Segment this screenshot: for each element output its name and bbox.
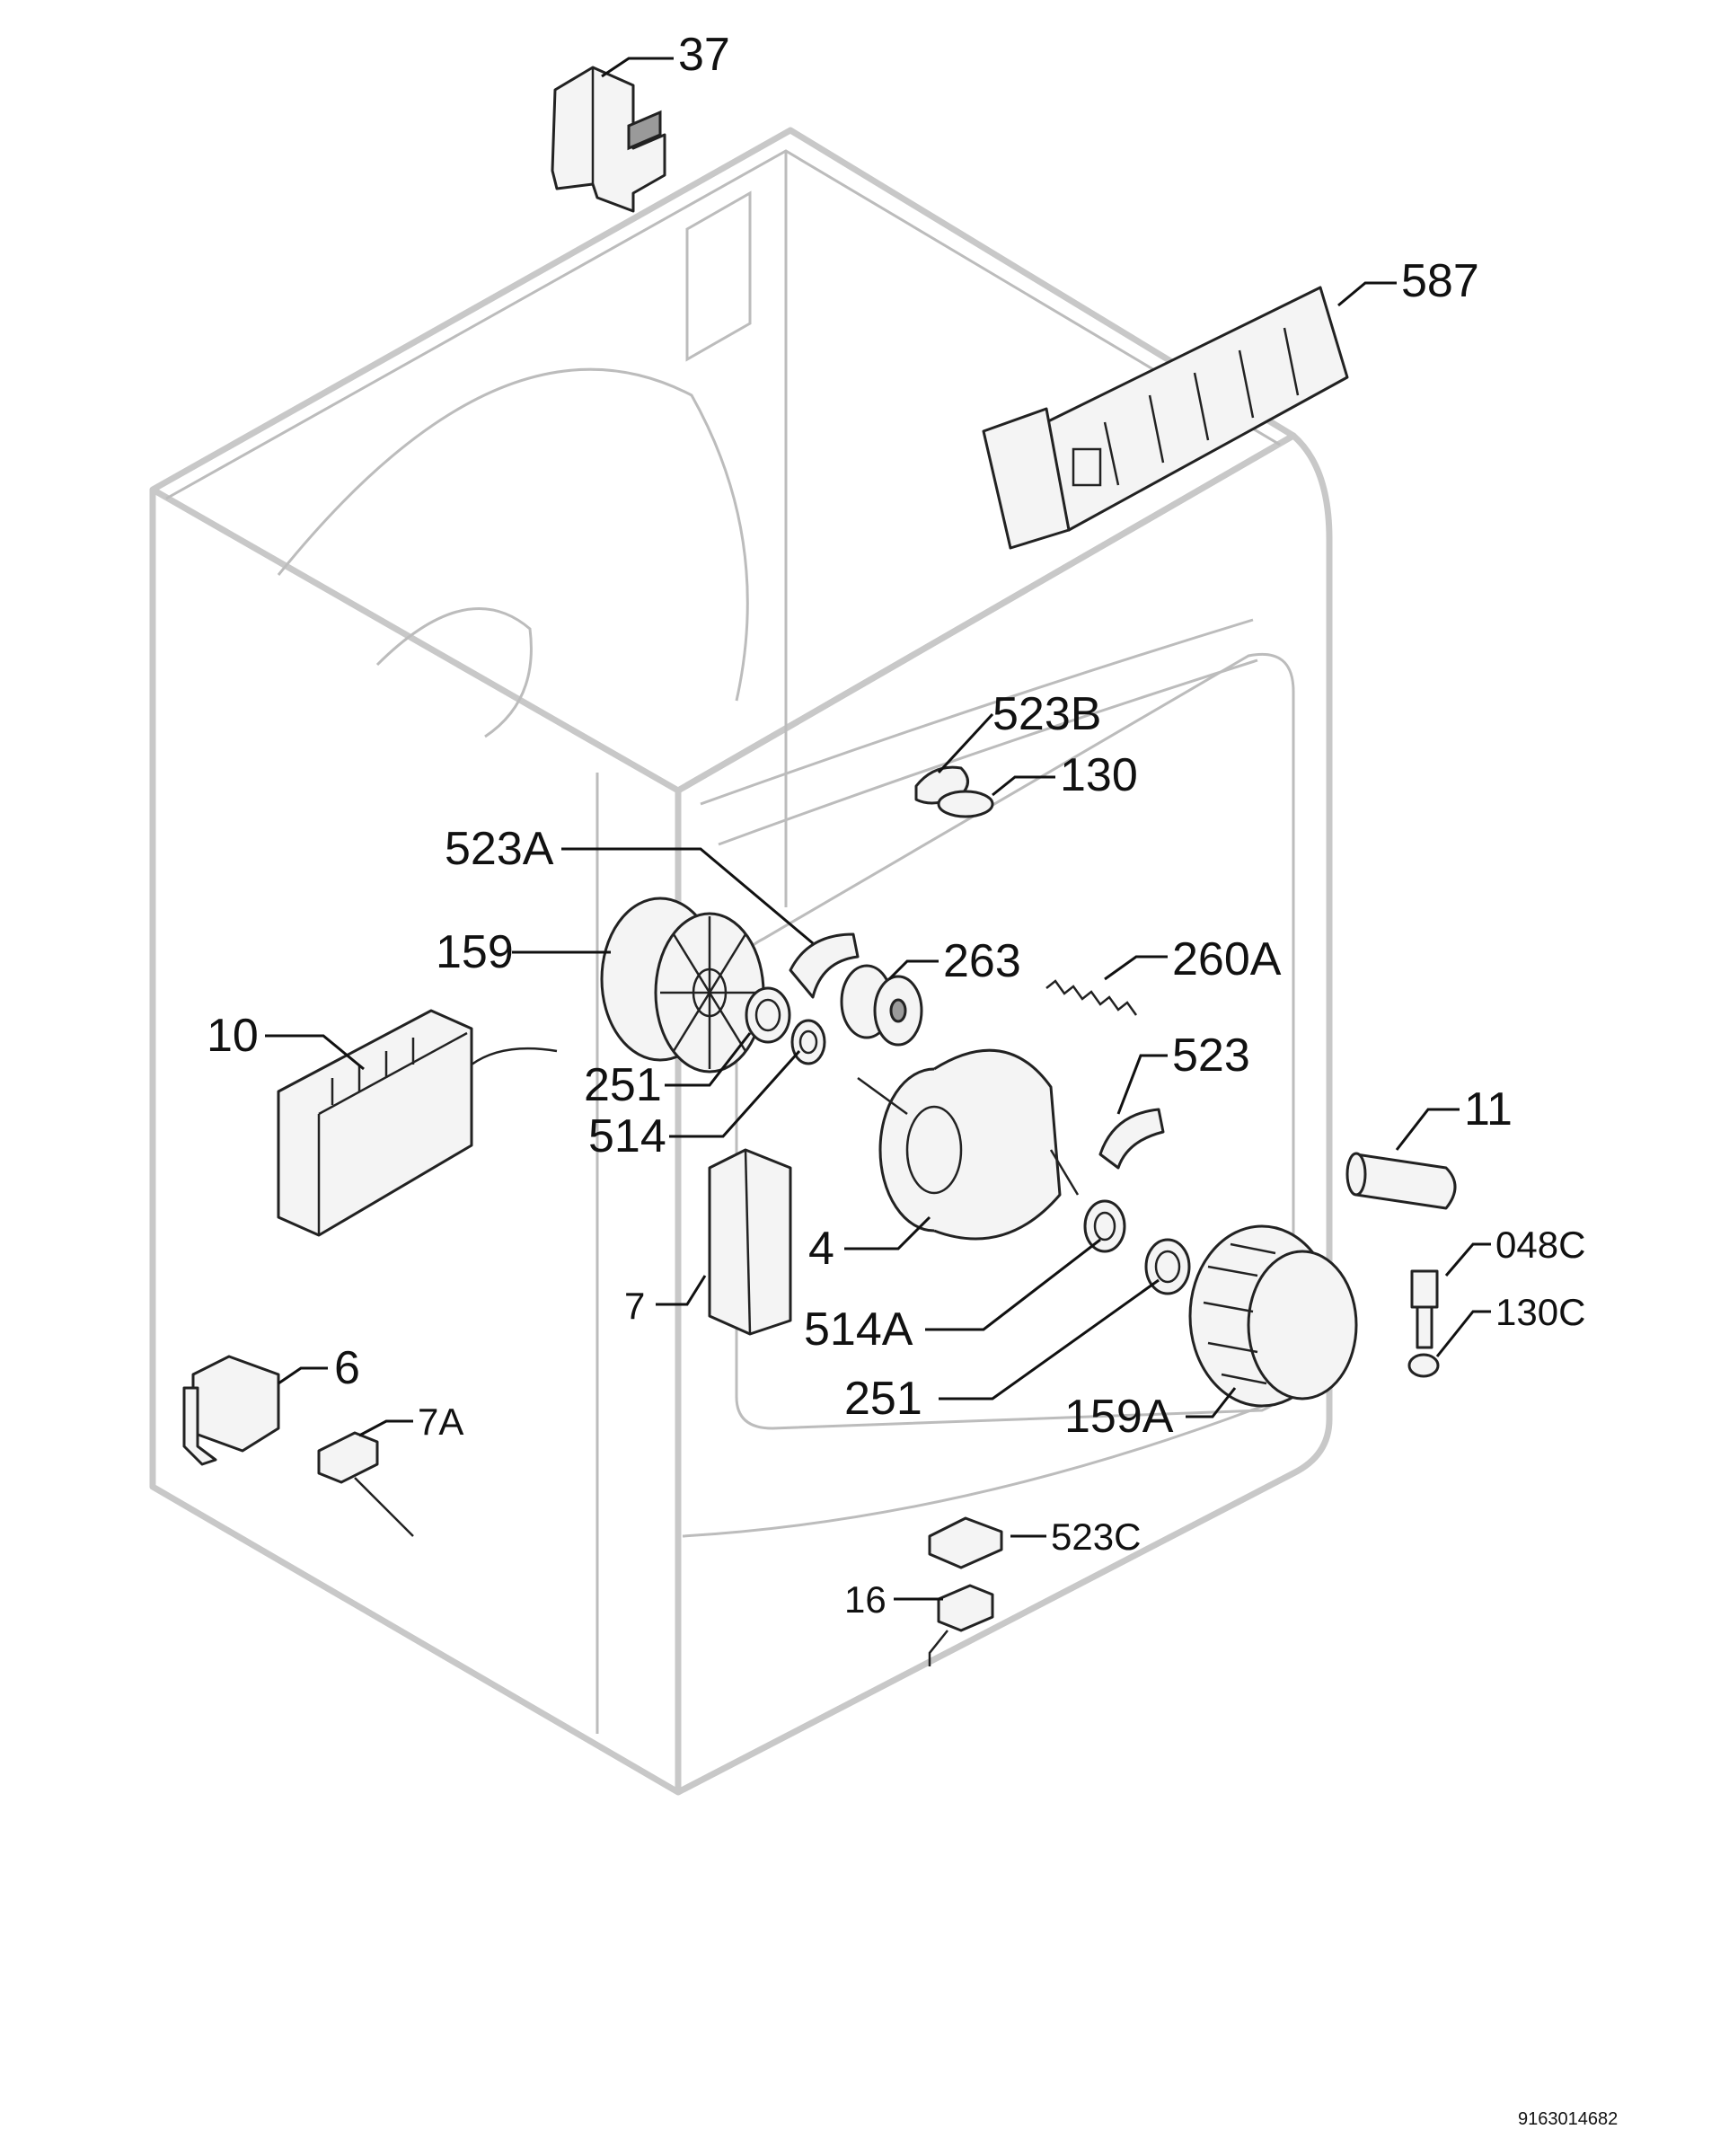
part-10-heater	[277, 1009, 558, 1237]
part-523-motor-bracket	[1098, 1108, 1165, 1170]
part-130C-cap	[1407, 1353, 1440, 1378]
part-523A-bracket	[789, 932, 860, 999]
part-7-door-lock	[708, 1148, 792, 1336]
part-6-pump	[182, 1355, 280, 1466]
callout-523A: 523A	[445, 823, 554, 875]
part-514A-bearing-right	[1083, 1199, 1126, 1253]
callout-523: 523	[1172, 1029, 1250, 1082]
callout-251-right: 251	[844, 1373, 922, 1425]
callout-514A: 514A	[804, 1303, 913, 1356]
leader-lines	[265, 57, 1491, 1601]
part-251-seal-left	[745, 986, 791, 1044]
callout-labels: 37 587 523B 130 523A 159 263 260A 10 251…	[207, 29, 1585, 1621]
callout-7A: 7A	[418, 1401, 463, 1443]
callout-587: 587	[1401, 255, 1479, 307]
callout-6: 6	[334, 1342, 360, 1394]
callout-10: 10	[207, 1010, 259, 1062]
diagram-number: 9163014682	[1518, 2109, 1618, 2129]
callout-4: 4	[808, 1223, 834, 1275]
part-587-control-board	[982, 286, 1349, 550]
callout-263: 263	[943, 935, 1021, 987]
callout-159A: 159A	[1064, 1391, 1174, 1443]
callout-16: 16	[844, 1578, 887, 1621]
callout-37: 37	[678, 29, 730, 81]
callout-159: 159	[436, 926, 514, 978]
part-263-motor-pulley	[840, 964, 923, 1047]
callout-048C: 048C	[1495, 1224, 1585, 1266]
callout-523B: 523B	[992, 688, 1101, 740]
callout-130C: 130C	[1495, 1291, 1585, 1333]
part-37-lid-switch	[551, 66, 666, 213]
callout-130: 130	[1060, 749, 1138, 801]
part-4-motor	[857, 1048, 1080, 1241]
part-159-pulley	[600, 897, 765, 1074]
part-7A-microswitch	[317, 1431, 414, 1537]
part-048C-fitting	[1410, 1269, 1439, 1349]
part-523C-holder	[928, 1516, 1003, 1569]
callout-7: 7	[624, 1285, 645, 1327]
part-260A-spring	[1045, 979, 1138, 1016]
callout-514: 514	[588, 1110, 666, 1162]
part-11-capacitor	[1345, 1152, 1457, 1210]
part-159A-fan	[1188, 1224, 1358, 1408]
callout-251-left: 251	[584, 1059, 662, 1111]
part-16-microswitch	[928, 1584, 994, 1666]
part-514-bearing-left	[790, 1019, 826, 1065]
callout-260A: 260A	[1172, 933, 1282, 985]
part-130-gasket	[937, 790, 994, 818]
callout-523C: 523C	[1051, 1515, 1141, 1558]
callout-11: 11	[1464, 1083, 1513, 1135]
cabinet	[149, 127, 1333, 1796]
